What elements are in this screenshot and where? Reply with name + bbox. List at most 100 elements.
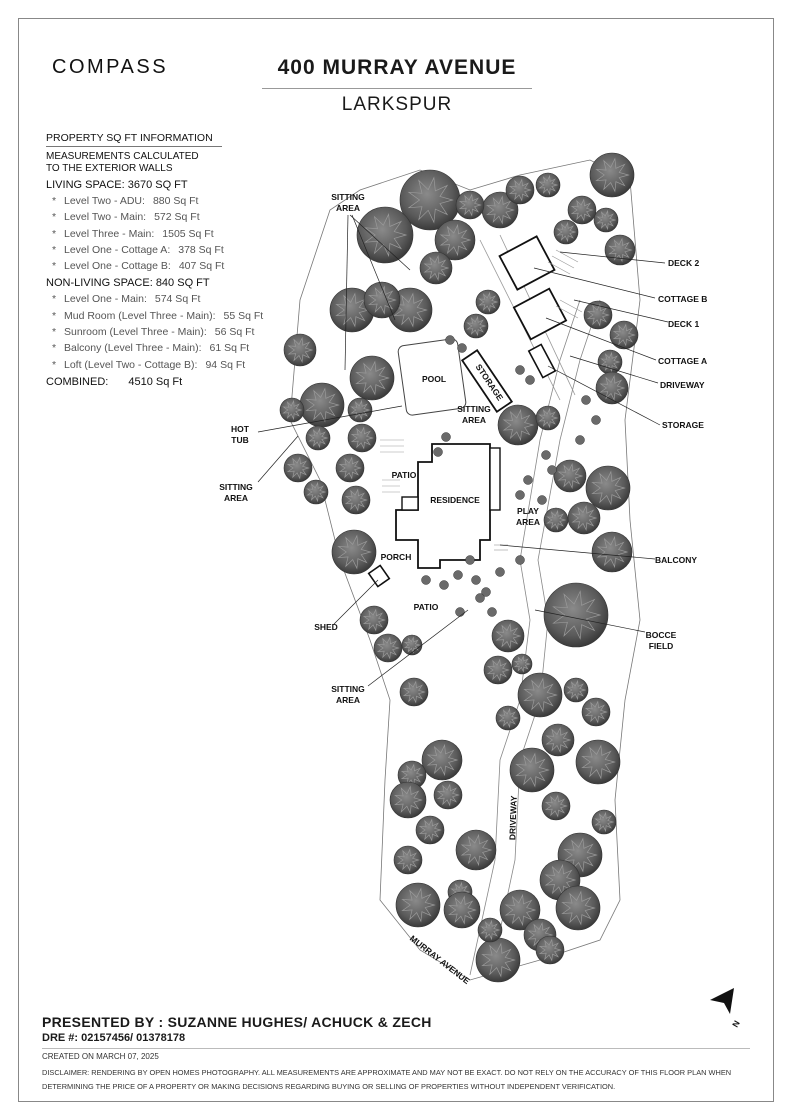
tree-icon xyxy=(535,172,561,198)
tree-icon xyxy=(511,653,533,675)
sqft-row-label: Level One - Cottage B: xyxy=(64,260,171,273)
residence-footprint xyxy=(395,443,491,569)
tree-icon xyxy=(283,333,317,367)
shrub-icon xyxy=(523,475,533,485)
combined-label: COMBINED: xyxy=(46,375,109,388)
sqft-row-label: Mud Room (Level Three - Main): xyxy=(64,309,216,322)
created-date: CREATED ON MARCH 07, 2025 xyxy=(42,1052,159,1061)
cottage-b xyxy=(498,235,556,291)
shrub-icon xyxy=(441,432,451,442)
shrub-icon xyxy=(471,575,481,585)
sqft-row: * Level One - Main: 574 Sq Ft xyxy=(46,291,316,307)
bullet-icon: * xyxy=(52,293,57,306)
sqft-row-value: 572 Sq Ft xyxy=(154,211,200,224)
tree-icon xyxy=(585,465,631,511)
sqft-row: *Loft (Level Two - Cottage B):94 Sq Ft xyxy=(46,357,316,373)
sqft-row-label: Level Three - Main: xyxy=(64,227,155,240)
shrub-icon xyxy=(487,607,497,617)
sqft-row-label: Level Two - Main: xyxy=(64,211,147,224)
tree-icon xyxy=(543,582,609,648)
svg-text:N: N xyxy=(730,1019,742,1029)
nonliving-space-heading: NON-LIVING SPACE: 840 SQ FT xyxy=(46,277,210,290)
shrub-icon xyxy=(475,593,485,603)
label-deck-1: DECK 1 xyxy=(668,319,699,329)
tree-icon xyxy=(591,809,617,835)
tree-icon xyxy=(491,619,525,653)
tree-icon xyxy=(475,937,521,983)
label-pool: POOL xyxy=(422,374,446,384)
tree-icon xyxy=(329,287,375,333)
tree-icon xyxy=(575,739,621,785)
shrub-layer xyxy=(421,335,601,617)
tree-icon xyxy=(475,289,501,315)
tree-icon xyxy=(303,479,329,505)
label-murray-avenue: MURRAY AVENUE xyxy=(408,933,472,986)
tree-icon xyxy=(373,633,403,663)
tree-icon xyxy=(499,889,541,931)
tree-icon xyxy=(597,349,623,375)
sqft-row-value: 56 Sq Ft xyxy=(214,326,255,339)
sqft-row-label: Sunroom (Level Three - Main): xyxy=(64,326,207,339)
bullet-icon: * xyxy=(52,227,57,240)
label-driveway-lower: DRIVEWAY xyxy=(507,795,519,840)
tree-icon xyxy=(517,672,563,718)
label-shed: SHED xyxy=(314,622,338,632)
sqft-row: * Level Three - Main: 1505 Sq Ft xyxy=(46,226,316,242)
tree-icon xyxy=(595,371,629,405)
sqft-row-value: 1505 Sq Ft xyxy=(162,227,214,240)
shrub-icon xyxy=(445,335,455,345)
tree-icon xyxy=(415,815,445,845)
sqft-row-label: Loft (Level Two - Cottage B): xyxy=(64,358,198,371)
sqft-info-panel: PROPERTY SQ FT INFORMATION MEASUREMENTS … xyxy=(46,132,316,388)
label-residence: RESIDENCE xyxy=(430,495,480,505)
tree-icon xyxy=(567,195,597,225)
shrub-icon xyxy=(537,495,547,505)
shrub-icon xyxy=(591,415,601,425)
shrub-icon xyxy=(515,365,525,375)
shrub-icon xyxy=(515,490,525,500)
shrub-icon xyxy=(421,575,431,585)
tree-icon xyxy=(347,423,377,453)
bullet-icon: * xyxy=(52,260,57,273)
sqft-row-label: Level One - Cottage A: xyxy=(64,243,171,256)
deck-lines xyxy=(380,249,583,551)
shrub-icon xyxy=(465,555,475,565)
tree-icon xyxy=(455,190,485,220)
sqft-row-value: 94 Sq Ft xyxy=(205,358,246,371)
compass-logo: COMPASS xyxy=(52,56,169,78)
tree-icon xyxy=(393,845,423,875)
shrub-icon xyxy=(453,570,463,580)
cottage-storage xyxy=(527,343,557,379)
label-cottage-a: COTTAGE A xyxy=(658,356,707,366)
shrub-icon xyxy=(433,447,443,457)
shrub-icon xyxy=(515,555,525,565)
combined-total: COMBINED:4510 Sq Ft xyxy=(46,376,316,388)
presented-by: PRESENTED BY : SUZANNE HUGHES/ ACHUCK & … xyxy=(42,1014,432,1030)
sqft-row: *Level One - Cottage B:407 Sq Ft xyxy=(46,258,316,274)
sqft-row-value: 574 Sq Ft xyxy=(154,293,201,306)
sqft-row: *Level One - Cottage A:378 Sq Ft xyxy=(46,242,316,258)
nonliving-space-list: *Level One - Main:574 Sq Ft*Mud Room (Le… xyxy=(46,291,316,372)
tree-icon xyxy=(389,781,427,819)
label-driveway-upper: DRIVEWAY xyxy=(660,380,705,390)
tree-icon xyxy=(443,891,481,929)
shrub-icon xyxy=(481,587,491,597)
bullet-icon: * xyxy=(52,342,57,355)
tree-icon xyxy=(331,529,377,575)
tree-icon xyxy=(535,405,561,431)
tree-icon xyxy=(359,605,389,635)
dre-numbers: DRE #: 02157456/ 01378178 xyxy=(42,1032,186,1044)
shrub-icon xyxy=(547,465,557,475)
sqft-row-label: Level One - Main: xyxy=(64,293,147,306)
tree-icon xyxy=(593,207,619,233)
pool xyxy=(397,338,467,416)
disclaimer: DISCLAIMER: RENDERING BY OPEN HOMES PHOT… xyxy=(42,1068,732,1091)
tree-icon xyxy=(349,355,395,401)
sqft-row: *Sunroom (Level Three - Main):56 Sq Ft xyxy=(46,324,316,340)
sqft-row-value: 880 Sq Ft xyxy=(152,195,199,207)
sqft-row: *Level Two - ADU:880 Sq Ft xyxy=(46,193,316,209)
sqft-row: *Mud Room (Level Three - Main):55 Sq Ft xyxy=(46,308,316,324)
